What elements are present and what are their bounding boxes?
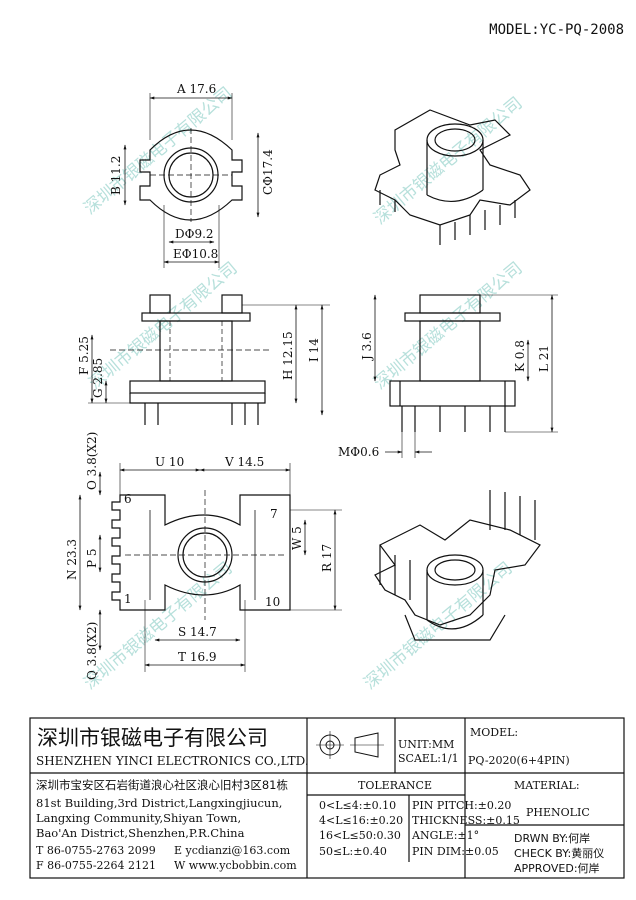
dim-q: Q 3.8(X2): [85, 622, 99, 680]
dim-t: T 16.9: [178, 650, 217, 664]
model-header: MODEL:YC-PQ-2008: [489, 22, 624, 38]
fax: F 86-0755-2264 2121: [36, 859, 157, 872]
checked-by: CHECK BY:黄丽仪: [514, 847, 605, 860]
phone: T 86-0755-2763 2099: [36, 844, 156, 857]
side-view: [373, 294, 558, 458]
website: W www.ycbobbin.com: [174, 859, 297, 872]
tolerance-3: 16<L≤50:0.30: [319, 829, 401, 842]
tolerance-4: 50≤L:±0.40: [319, 845, 387, 858]
bottom-view: [78, 463, 342, 672]
dim-l: L 21: [537, 345, 551, 372]
address-en-2: Langxing Community,Shiyan Town,: [36, 811, 242, 825]
pin-1-label: 1: [124, 592, 132, 606]
watermark-2: 深圳市银磁电子有限公司: [85, 258, 241, 394]
dim-o: O 3.8(X2): [85, 432, 99, 490]
dim-f: F 5.25: [77, 336, 91, 375]
watermark-3: 深圳市银磁电子有限公司: [370, 93, 526, 229]
dim-c: CΦ17.4: [261, 149, 275, 195]
dim-n: N 23.3: [65, 539, 79, 580]
unit-label: UNIT:MM: [398, 738, 455, 751]
dim-b: B 11.2: [109, 156, 123, 195]
watermark-1: 深圳市银磁电子有限公司: [80, 83, 236, 219]
tolerance-thickness: THICKNESS:±0.15: [412, 814, 520, 827]
tolerance-label: TOLERANCE: [358, 779, 432, 792]
scale-label: SCAEL:1/1: [398, 752, 459, 765]
dim-u: U 10: [155, 455, 184, 469]
tolerance-1: 0<L≤4:±0.10: [319, 799, 397, 812]
dim-v: V 14.5: [224, 455, 264, 469]
watermarks: 深圳市银磁电子有限公司 深圳市银磁电子有限公司 深圳市银磁电子有限公司 深圳市银…: [80, 83, 526, 694]
dim-j: J 3.6: [360, 332, 374, 362]
model-label: MODEL:: [470, 726, 519, 739]
email: E ycdianzi@163.com: [174, 844, 291, 857]
iso-view-top: [374, 109, 531, 245]
tolerance-2: 4<L≤16:±0.20: [319, 814, 404, 827]
approved-by: APPROVED:何岸: [514, 862, 600, 875]
tolerance-pin-dim: PIN DIM:±0.05: [412, 845, 499, 858]
dim-r: R 17: [320, 544, 334, 572]
company-name-en: SHENZHEN YINCI ELECTRONICS CO.,LTD.: [36, 754, 309, 768]
dim-p: P 5: [85, 548, 99, 568]
dim-e: EΦ10.8: [173, 247, 218, 261]
model-value: PQ-2020(6+4PIN): [468, 754, 570, 767]
dim-w: W 5: [290, 526, 304, 550]
dim-i: I 14: [307, 338, 321, 362]
watermark-4: 深圳市银磁电子有限公司: [370, 258, 526, 394]
material-label: MATERIAL:: [514, 779, 580, 792]
dim-d: DΦ9.2: [175, 227, 214, 241]
dim-k: K 0.8: [513, 340, 527, 372]
top-view: [123, 93, 260, 268]
address-cn: 深圳市宝安区石岩街道浪心社区浪心旧村3区81栋: [36, 778, 288, 792]
iso-view-bottom: [374, 490, 541, 641]
drawn-by: DRWN BY:何岸: [514, 832, 591, 845]
front-view: [88, 294, 330, 425]
material-value: PHENOLIC: [526, 806, 590, 819]
dim-h: H 12.15: [281, 331, 295, 380]
address-en-3: Bao'An District,Shenzhen,P.R.China: [36, 826, 245, 840]
dim-s: S 14.7: [178, 625, 217, 639]
dimension-labels: A 17.6 B 11.2 CΦ17.4 DΦ9.2 EΦ10.8 F 5.25…: [65, 82, 551, 680]
dim-m: MΦ0.6: [338, 445, 379, 459]
dim-a: A 17.6: [176, 82, 216, 96]
dim-g: G 2.85: [91, 358, 105, 398]
company-name-cn: 深圳市银磁电子有限公司: [37, 726, 268, 750]
pin-6-label: 6: [124, 492, 132, 506]
address-en-1: 81st Building,3rd District,Langxingjiucu…: [36, 796, 283, 810]
pin-7-label: 7: [270, 507, 278, 521]
title-block-frame: [29, 717, 625, 879]
tolerance-pin-pitch: PIN PITCH:±0.20: [412, 799, 512, 812]
pin-10-label: 10: [265, 595, 280, 609]
tolerance-angle: ANGLE:±1°: [412, 829, 480, 842]
